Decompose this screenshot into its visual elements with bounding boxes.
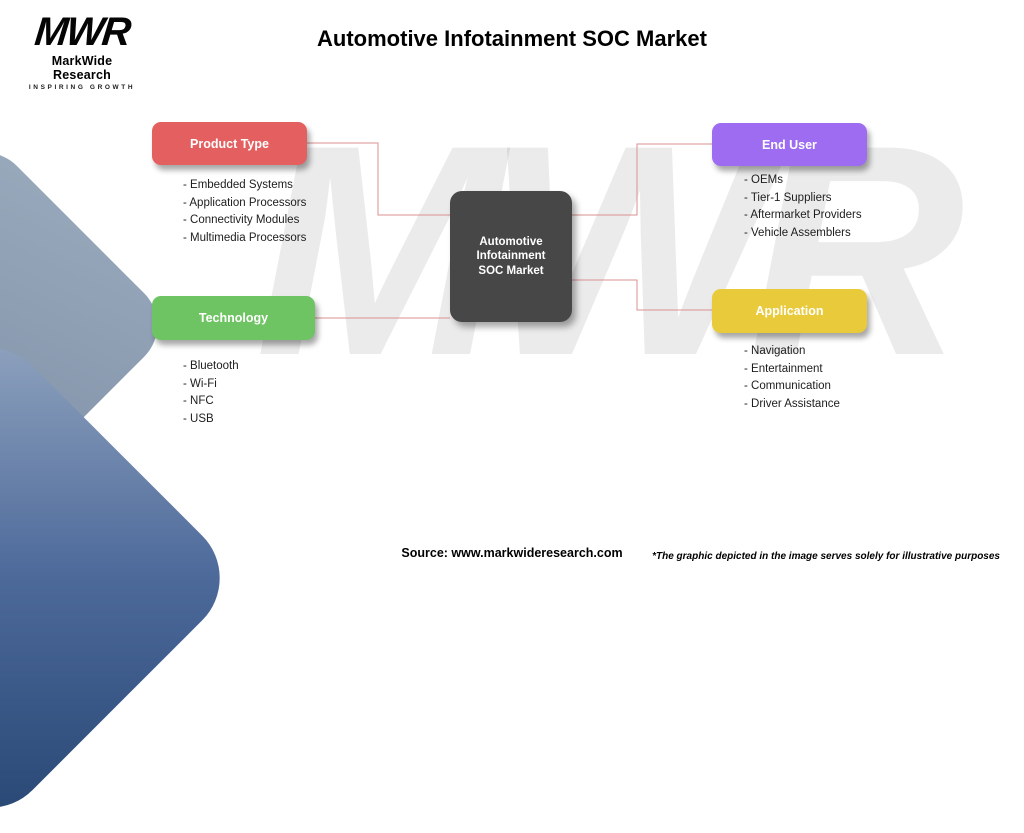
list-item: - Embedded Systems — [183, 179, 293, 191]
connector-end-user — [572, 143, 712, 216]
logo-tagline: INSPIRING GROWTH — [28, 84, 136, 91]
node-application: Application — [712, 289, 867, 333]
logo-name: MarkWide Research — [51, 54, 113, 82]
list-item: - Wi-Fi — [183, 377, 217, 390]
list-item: - Communication — [744, 380, 831, 392]
list-item: - Driver Assistance — [744, 397, 840, 410]
list-item: - Tier-1 Suppliers — [744, 191, 832, 204]
end-user-list: - OEMs - Tier-1 Suppliers - Aftermarket … — [744, 172, 862, 242]
list-item: - Navigation — [744, 345, 806, 357]
connector-application — [572, 279, 712, 311]
technology-list: - Bluetooth - Wi-Fi - NFC - USB — [183, 358, 239, 428]
source-text: Source: www.markwideresearch.com — [401, 546, 623, 560]
node-end-user: End User — [712, 123, 867, 166]
node-product-type: Product Type — [152, 122, 307, 165]
list-item: - Connectivity Modules — [183, 214, 300, 226]
connector-lines — [307, 142, 712, 319]
page-title: Automotive Infotainment SOC Market — [317, 26, 707, 51]
list-item: - NFC — [183, 395, 214, 407]
list-item: - USB — [183, 412, 214, 425]
list-item: - Aftermarket Providers — [744, 209, 862, 221]
node-technology: Technology — [152, 296, 315, 340]
application-list: - Navigation - Entertainment - Communica… — [744, 343, 840, 413]
connector-product-type — [307, 142, 450, 216]
list-item: - Multimedia Processors — [183, 231, 307, 244]
disclaimer-text: *The graphic depicted in the image serve… — [652, 551, 1000, 562]
markwide-logo: MWR MarkWide Research INSPIRING GROWTH — [22, 10, 142, 91]
product-type-list: - Embedded Systems - Application Process… — [183, 177, 306, 247]
center-node: Automotive Infotainment SOC Market — [450, 191, 572, 322]
list-item: - OEMs — [744, 174, 783, 186]
list-item: - Vehicle Assemblers — [744, 226, 851, 239]
list-item: - Application Processors — [183, 196, 307, 209]
list-item: - Entertainment — [744, 362, 823, 375]
list-item: - Bluetooth — [183, 360, 239, 372]
